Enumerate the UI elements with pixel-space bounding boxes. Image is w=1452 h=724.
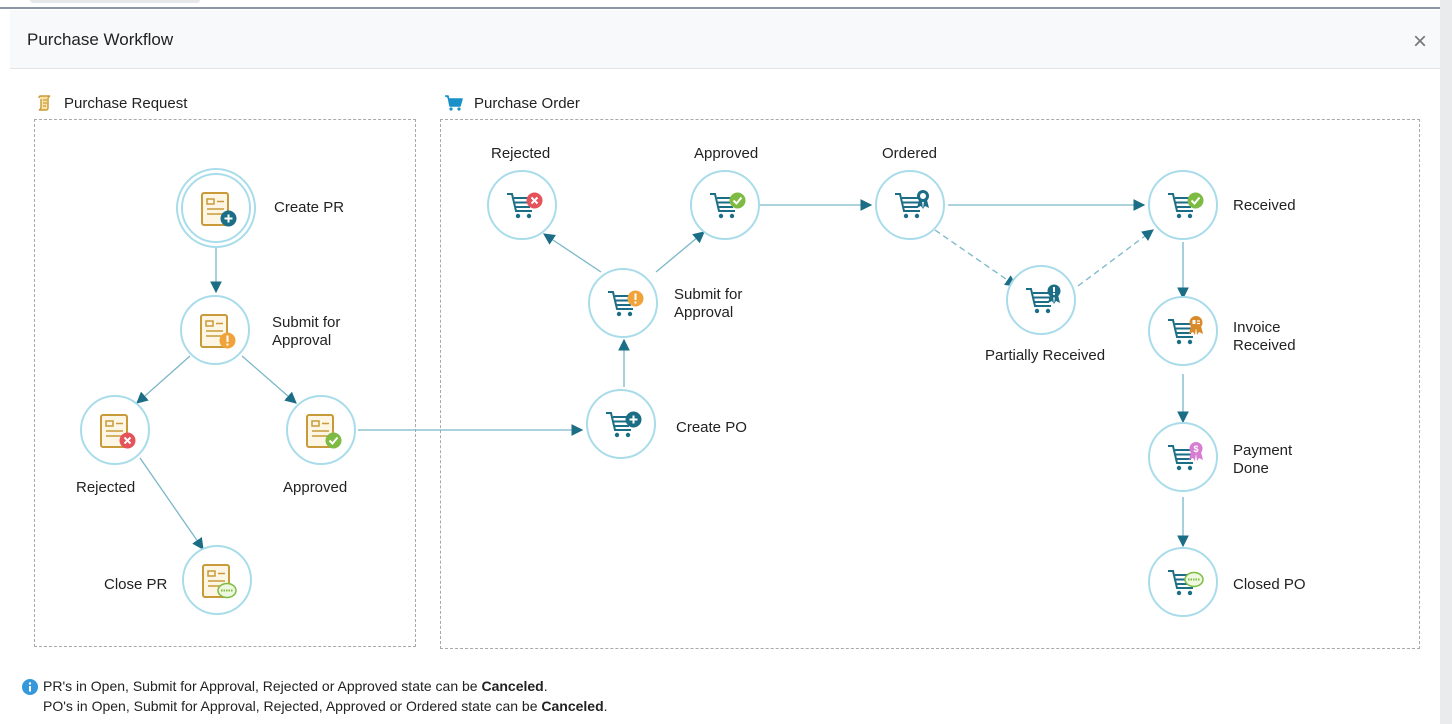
po-cancel-period: . <box>603 698 608 714</box>
rejected-pr-label: Rejected <box>76 479 136 496</box>
rejected-po-node[interactable] <box>487 170 557 240</box>
invoice-received-label-line1: Invoice <box>1233 319 1281 336</box>
submit-po-label-line2: Approval <box>674 304 734 321</box>
exclamation-icon <box>627 290 644 307</box>
submit-pr-node[interactable] <box>180 295 250 365</box>
purchase-order-panel <box>440 119 1420 649</box>
scroll-icon <box>38 95 51 111</box>
payment-done-label-line1: Payment <box>1233 442 1293 459</box>
rejected-po-label: Rejected <box>491 145 551 162</box>
dollar-icon: $ <box>1189 442 1203 461</box>
create-pr-label: Create PR <box>274 199 345 216</box>
x-icon <box>526 192 543 209</box>
submit-po-node[interactable] <box>588 268 658 338</box>
invoice-stamp-icon <box>217 582 237 599</box>
payment-done-label-line2: Done <box>1233 460 1269 477</box>
po-cancel-note: PO's in Open, Submit for Approval, Rejec… <box>43 696 608 716</box>
close-pr-node[interactable] <box>182 545 252 615</box>
cart-icon <box>1168 445 1195 471</box>
close-icon[interactable]: × <box>1412 28 1427 55</box>
svg-text:$: $ <box>1193 444 1198 454</box>
partially-received-label: Partially Received <box>985 347 1106 364</box>
invoice-received-label-line2: Received <box>1233 337 1296 354</box>
pr-cancel-emphasis: Canceled <box>481 678 544 694</box>
dialog-header: Purchase Workflow × <box>10 10 1440 69</box>
submit-po-label-line1: Submit for <box>674 286 743 303</box>
approved-pr-node[interactable] <box>286 395 356 465</box>
exclamation-icon <box>219 332 236 349</box>
po-cancel-text: PO's in Open, Submit for Approval, Rejec… <box>43 698 538 714</box>
rejected-pr-node[interactable] <box>80 395 150 465</box>
background-edge <box>0 0 1452 9</box>
invoice-stamp-icon <box>1184 571 1204 588</box>
purchase-request-heading: Purchase Request <box>36 93 187 113</box>
x-icon <box>119 432 136 449</box>
award-icon <box>917 190 929 209</box>
plus-icon <box>625 411 642 428</box>
check-icon <box>325 432 342 449</box>
info-icon <box>22 679 38 695</box>
purchase-order-title: Purchase Order <box>474 94 580 112</box>
plus-icon <box>220 210 237 227</box>
po-cancel-emphasis: Canceled <box>541 698 604 714</box>
payment-done-node[interactable]: $ <box>1148 422 1218 492</box>
submit-pr-label-line2: Approval <box>272 332 332 349</box>
create-po-node[interactable] <box>586 389 656 459</box>
approved-po-node[interactable] <box>690 170 760 240</box>
received-node[interactable] <box>1148 170 1218 240</box>
create-pr-node[interactable] <box>181 173 251 243</box>
scrollbar-track[interactable] <box>1440 0 1452 724</box>
pr-cancel-text: PR's in Open, Submit for Approval, Rejec… <box>43 678 478 694</box>
cart-icon <box>445 95 463 111</box>
approved-po-label: Approved <box>694 145 759 162</box>
award-exclamation-icon <box>1047 284 1061 304</box>
purchase-order-heading: Purchase Order <box>444 93 580 113</box>
closed-po-label: Closed PO <box>1233 576 1306 593</box>
approved-pr-label: Approved <box>283 479 348 496</box>
check-icon <box>729 192 746 209</box>
close-pr-label: Close PR <box>104 576 168 593</box>
pr-cancel-note: PR's in Open, Submit for Approval, Rejec… <box>43 676 548 696</box>
pr-cancel-period: . <box>543 678 548 694</box>
background-page-remnant <box>30 0 200 3</box>
ordered-label: Ordered <box>882 145 938 162</box>
ordered-node[interactable] <box>875 170 945 240</box>
dialog-top-border <box>0 7 1440 9</box>
received-label: Received <box>1233 197 1296 214</box>
dialog-title: Purchase Workflow <box>27 30 174 49</box>
submit-pr-label-line1: Submit for <box>272 314 341 331</box>
partially-received-node[interactable] <box>1006 265 1076 335</box>
check-icon <box>1187 192 1204 209</box>
purchase-request-panel <box>34 119 416 647</box>
document-icon <box>202 564 230 598</box>
purchase-request-title: Purchase Request <box>64 94 188 112</box>
create-po-label: Create PO <box>676 419 747 436</box>
invoice-received-node[interactable] <box>1148 296 1218 366</box>
closed-po-node[interactable] <box>1148 547 1218 617</box>
ribbon-icon <box>1189 316 1203 335</box>
